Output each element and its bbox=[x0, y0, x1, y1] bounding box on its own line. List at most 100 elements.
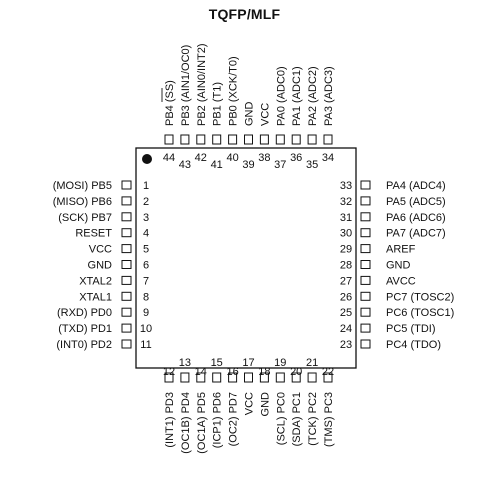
pin-pad-top bbox=[259, 134, 269, 145]
pin-label-right: AREF bbox=[386, 244, 416, 256]
pin-pad-right bbox=[360, 212, 371, 222]
pin-pad-right bbox=[360, 339, 371, 349]
pin-number-bottom: 22 bbox=[322, 366, 334, 378]
pin-label-right: GND bbox=[386, 260, 411, 272]
pin-label-right: AVCC bbox=[386, 275, 416, 287]
pin-number-right: 26 bbox=[340, 291, 352, 303]
pin-number-right: 24 bbox=[340, 323, 352, 335]
pin-number-bottom: 15 bbox=[211, 357, 223, 369]
pin-number-bottom: 16 bbox=[226, 366, 238, 378]
pin-number-left: 4 bbox=[143, 228, 149, 240]
pin-pad-bottom bbox=[307, 372, 317, 383]
pin-pad-bottom bbox=[212, 372, 222, 383]
pin-label-left: (MISO) PB6 bbox=[53, 196, 112, 208]
pin-pad-right bbox=[360, 307, 371, 317]
pin-number-left: 8 bbox=[143, 291, 149, 303]
diagram-title: TQFP/MLF bbox=[208, 6, 281, 22]
pin-number-top: 42 bbox=[195, 152, 207, 164]
pin-label-top: PB4 (SS) bbox=[164, 80, 176, 126]
pin1-marker-dot bbox=[142, 154, 152, 164]
pin-label-top: PB3 (AIN1/OC0) bbox=[180, 45, 192, 126]
pin-number-top: 39 bbox=[242, 159, 254, 171]
pin-pad-top bbox=[323, 134, 333, 145]
pin-label-bottom: (OC1A) PD5 bbox=[196, 392, 208, 454]
pin-pad-bottom bbox=[180, 372, 190, 383]
pin-number-bottom: 20 bbox=[290, 366, 302, 378]
pin-pad-top bbox=[164, 134, 174, 145]
pin-label-top: PA3 (ADC3) bbox=[323, 66, 335, 126]
pin-number-top: 40 bbox=[226, 152, 238, 164]
pin-label-right: PC4 (TDO) bbox=[386, 339, 441, 351]
pin-number-left: 9 bbox=[143, 307, 149, 319]
pin-label-left: (TXD) PD1 bbox=[58, 323, 112, 335]
pin-number-right: 25 bbox=[340, 307, 352, 319]
pin-pad-right bbox=[360, 260, 371, 269]
pin-number-top: 34 bbox=[322, 152, 334, 164]
pin-pad-right bbox=[360, 244, 371, 254]
pin-label-right: PC5 (TDI) bbox=[386, 323, 436, 335]
pin-number-top: 44 bbox=[163, 152, 175, 164]
pin-number-top: 37 bbox=[274, 159, 286, 171]
pin-label-left: (SCK) PB7 bbox=[58, 212, 112, 224]
pin-pad-top bbox=[228, 134, 238, 145]
pin-pad-bottom bbox=[164, 372, 174, 383]
pin-pad-right bbox=[360, 291, 371, 301]
pin-number-bottom: 21 bbox=[306, 357, 318, 369]
pin-number-bottom: 17 bbox=[242, 357, 254, 369]
pin-pad-right bbox=[360, 196, 371, 206]
pin-label-right: PA5 (ADC5) bbox=[386, 196, 446, 208]
pin-number-left: 5 bbox=[143, 244, 149, 256]
pin-pad-right bbox=[360, 275, 371, 285]
pin-label-top: PA2 (ADC2) bbox=[307, 66, 319, 126]
pin-label-left: (MOSI) PB5 bbox=[53, 180, 112, 192]
pin-number-right: 23 bbox=[340, 339, 352, 351]
pin-label-left: (INT0) PD2 bbox=[56, 339, 112, 351]
pin-pad-top bbox=[180, 134, 190, 145]
pin-number-left: 11 bbox=[140, 339, 151, 351]
pin-label-left: XTAL1 bbox=[79, 291, 112, 303]
pin-label-right: PA4 (ADC4) bbox=[386, 180, 446, 192]
pin-pad-bottom bbox=[291, 372, 301, 383]
pin-number-left: 10 bbox=[140, 323, 152, 335]
pin-number-right: 29 bbox=[340, 244, 352, 256]
pin-number-right: 32 bbox=[340, 196, 352, 208]
pin-pad-left bbox=[121, 196, 132, 206]
pin-label-right: PC7 (TOSC2) bbox=[386, 291, 454, 303]
chip-body bbox=[135, 147, 357, 369]
pin-pad-left bbox=[121, 275, 132, 285]
pin-pad-bottom bbox=[323, 372, 333, 383]
pin-pad-left bbox=[121, 323, 132, 333]
pin-pad-left bbox=[121, 291, 132, 301]
pin-number-bottom: 14 bbox=[195, 366, 207, 378]
pin-number-bottom: 13 bbox=[179, 357, 191, 369]
pin-pad-left bbox=[121, 244, 132, 254]
pin-number-left: 6 bbox=[143, 260, 149, 272]
pin-label-bottom: (SDA) PC1 bbox=[291, 392, 303, 446]
pin-pad-top bbox=[307, 134, 317, 145]
pin-pad-left bbox=[121, 180, 132, 190]
pin-number-left: 3 bbox=[143, 212, 149, 224]
pin-number-top: 38 bbox=[258, 152, 270, 164]
pin-pad-left bbox=[121, 307, 132, 317]
pin-label-top: VCC bbox=[259, 103, 271, 126]
pin-label-bottom: (INT1) PD3 bbox=[164, 392, 176, 448]
pin-number-bottom: 18 bbox=[258, 366, 270, 378]
pin-label-bottom: (TMS) PC3 bbox=[323, 392, 335, 447]
pin-pad-top bbox=[196, 134, 206, 145]
pin-pad-right bbox=[360, 180, 371, 190]
pin-number-top: 36 bbox=[290, 152, 302, 164]
pin-label-bottom: (TCK) PC2 bbox=[307, 392, 319, 446]
pin-label-left: GND bbox=[88, 260, 113, 272]
pin-number-left: 1 bbox=[143, 180, 149, 192]
pin-label-left: XTAL2 bbox=[79, 275, 112, 287]
pin-pad-left bbox=[121, 212, 132, 222]
pin-number-top: 43 bbox=[179, 159, 191, 171]
pin-label-top: GND bbox=[244, 102, 256, 127]
pin-pad-right bbox=[360, 323, 371, 333]
pin-label-right: PC6 (TOSC1) bbox=[386, 307, 454, 319]
pin-pad-left bbox=[121, 228, 132, 238]
pin-label-bottom: (ICP1) PD6 bbox=[212, 392, 224, 448]
pin-pad-top bbox=[291, 134, 301, 145]
